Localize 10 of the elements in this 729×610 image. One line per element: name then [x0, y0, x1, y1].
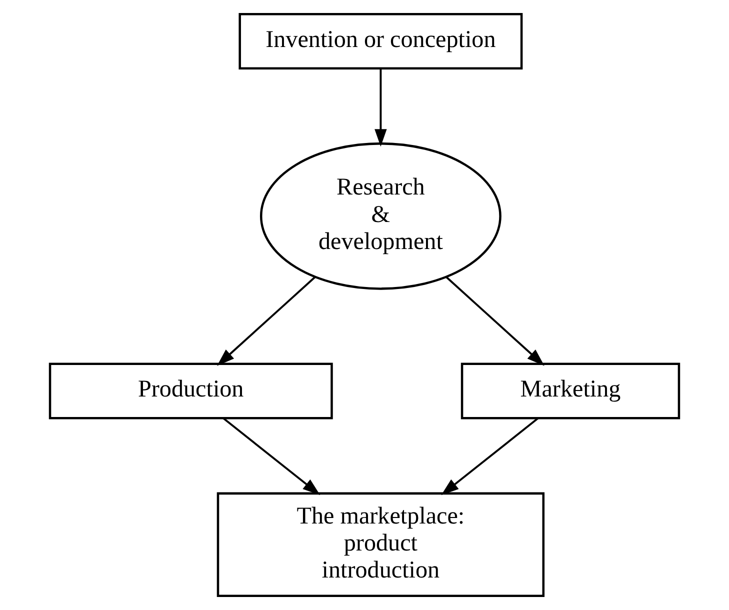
arrow: [374, 68, 387, 147]
node-box: Invention or conception: [238, 13, 523, 70]
node-box: Marketing: [460, 362, 680, 420]
arrow: [222, 418, 320, 496]
arrow: [445, 276, 544, 366]
node-box: The marketplace: product introduction: [216, 492, 545, 597]
arrow: [216, 276, 316, 366]
node-box: Production: [48, 362, 333, 420]
node-ellipse: Research & development: [260, 142, 502, 290]
arrow: [441, 418, 538, 496]
